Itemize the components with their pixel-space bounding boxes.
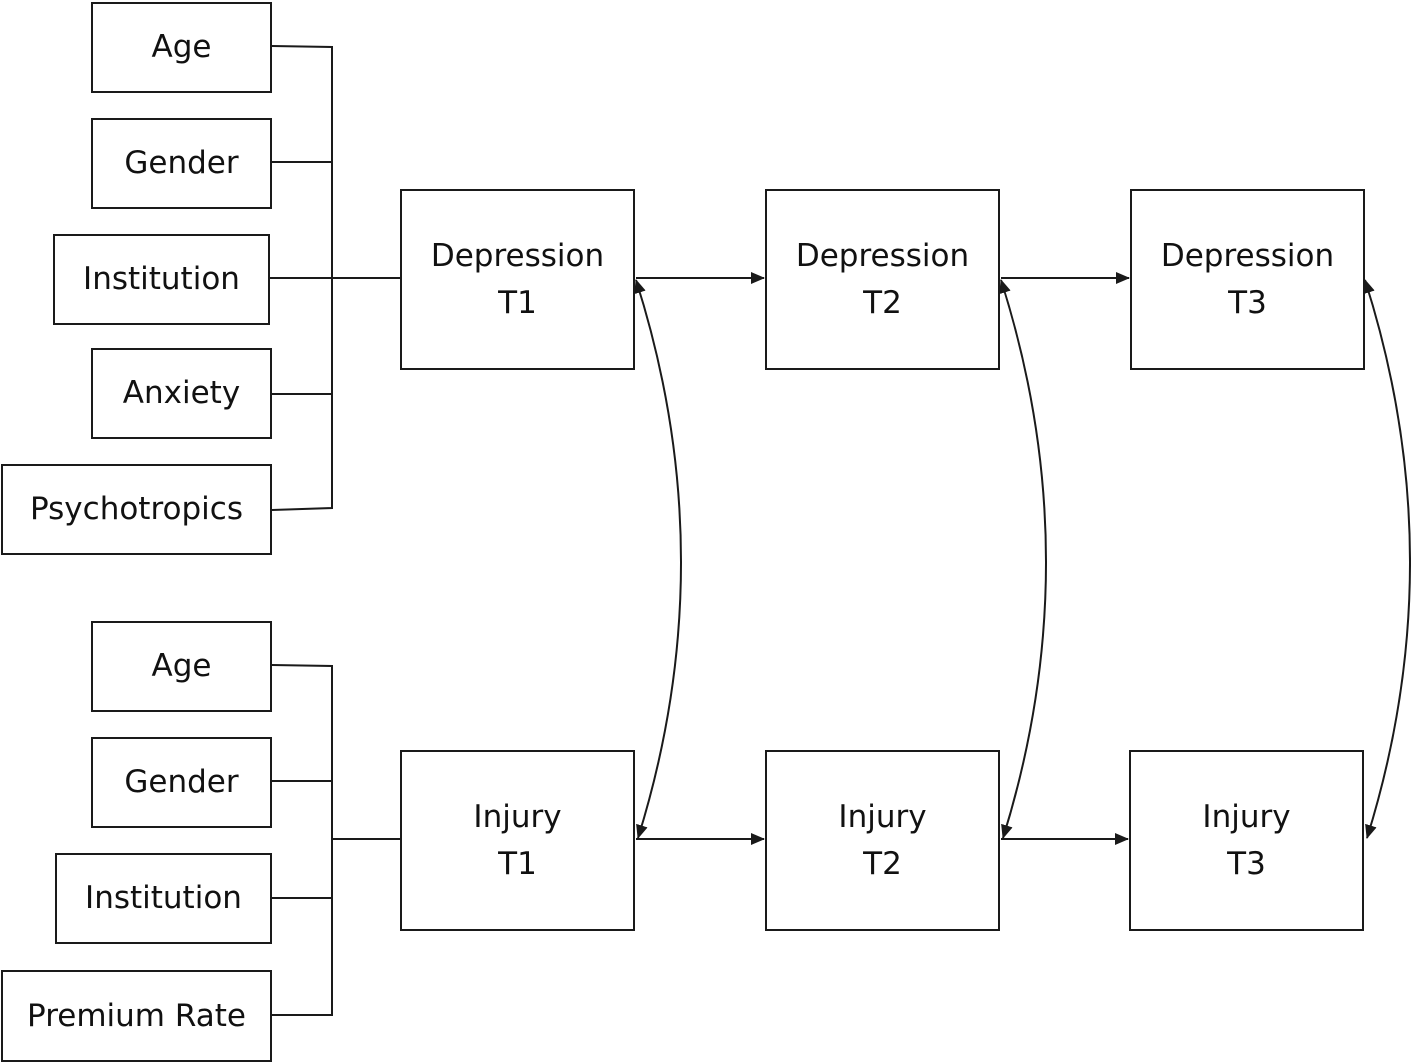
covariate-institution-box: Institution: [53, 234, 270, 325]
covariate-anxiety-box: Anxiety: [91, 348, 272, 439]
injury-covariate-bracket: [271, 664, 400, 1016]
injury-t2-node: Injury T2: [765, 750, 1000, 931]
injury-t1-node: Injury T1: [400, 750, 635, 931]
covariate-gender-box-2: Gender: [91, 737, 272, 828]
depression-t1-name: Depression: [430, 238, 605, 274]
depression-t3-node: Depression T3: [1130, 189, 1365, 370]
depression-t2-time: T2: [863, 284, 902, 321]
covariate-gender-box: Gender: [91, 118, 272, 209]
injury-t3-time: T3: [1227, 845, 1266, 882]
covariate-anxiety-label: Anxiety: [122, 375, 241, 412]
covariate-age-box: Age: [91, 2, 272, 93]
covariate-psychotropics-label: Psychotropics: [30, 491, 243, 528]
injury-t3-node: Injury T3: [1129, 750, 1364, 931]
covariance-paths: [634, 279, 1411, 839]
depression-t1-time: T1: [498, 284, 537, 321]
depression-t3-name: Depression: [1160, 238, 1335, 274]
covariance-t1: [634, 279, 682, 839]
covariate-institution-box-2: Institution: [55, 853, 272, 944]
covariance-t3: [1363, 279, 1411, 839]
covariate-premium-rate-box: Premium Rate: [1, 970, 272, 1062]
depression-t2-node: Depression T2: [765, 189, 1000, 370]
injury-t1-time: T1: [498, 845, 537, 882]
depression-t3-time: T3: [1228, 284, 1267, 321]
injury-t2-name: Injury: [838, 799, 927, 835]
injury-t3-name: Injury: [1202, 799, 1291, 835]
depression-t1-node: Depression T1: [400, 189, 635, 370]
depression-covariate-bracket: [269, 45, 400, 511]
injury-t2-time: T2: [863, 845, 902, 882]
autoregressive-paths: [636, 272, 1130, 845]
covariate-institution-label: Institution: [83, 261, 240, 298]
covariate-gender-label: Gender: [124, 145, 239, 182]
bracket-spine-bottom: [271, 664, 333, 1016]
covariate-institution-label-2: Institution: [85, 880, 242, 917]
injury-t1-name: Injury: [473, 799, 562, 835]
covariate-age-label: Age: [151, 29, 212, 66]
covariate-age-box-2: Age: [91, 621, 272, 712]
covariate-gender-label-2: Gender: [124, 764, 239, 801]
covariate-psychotropics-box: Psychotropics: [1, 464, 272, 555]
covariate-age-label-2: Age: [151, 648, 212, 685]
covariance-t2: [999, 279, 1047, 839]
depression-t2-name: Depression: [795, 238, 970, 274]
covariate-premium-rate-label: Premium Rate: [27, 997, 246, 1034]
